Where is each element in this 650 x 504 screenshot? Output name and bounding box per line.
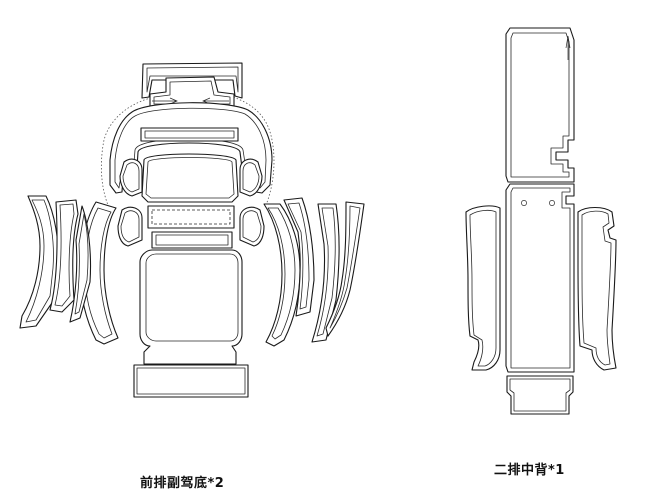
pattern-piece-mid-strip-dashed	[147, 205, 235, 229]
pattern-piece-side-right	[577, 206, 617, 371]
front-seat-label: 前排副驾底*2	[140, 476, 225, 491]
pattern-piece-top-cap	[141, 62, 243, 99]
pattern-piece-right-wing-outer	[325, 201, 365, 337]
pattern-piece-mid-strip	[151, 231, 233, 249]
pattern-piece-strip	[140, 127, 239, 142]
pattern-piece-upper-shell	[109, 102, 273, 194]
pattern-piece-ear-left	[119, 158, 143, 197]
dotted-fold-outline	[100, 95, 275, 206]
pattern-piece-right-wing-inner	[263, 203, 301, 347]
rear-back-label: 二排中背*1	[494, 463, 565, 478]
pattern-piece-lower-flap	[506, 375, 574, 415]
pattern-piece-tab-right	[239, 206, 265, 247]
pattern-piece-left-side-panel	[69, 205, 92, 323]
pattern-piece-right-wing-mid	[311, 203, 340, 343]
pattern-piece-side-left	[465, 205, 501, 371]
pattern-piece-left-wing-mid	[49, 199, 79, 313]
pattern-piece-ear-right	[239, 158, 263, 197]
pattern-piece-tab-left	[117, 206, 143, 247]
pattern-piece-lower-back	[505, 183, 575, 373]
pattern-piece-right-side-panel	[283, 197, 315, 317]
rear-back-pattern	[465, 27, 617, 415]
pattern-piece-seat-cushion	[139, 249, 243, 365]
pattern-piece-left-wing-outer	[19, 195, 59, 329]
pattern-piece-center-back	[141, 153, 239, 203]
pattern-piece-upper-back	[505, 27, 575, 183]
pattern-piece-bottom-flap	[133, 364, 249, 398]
front-seat-pattern	[19, 62, 365, 398]
